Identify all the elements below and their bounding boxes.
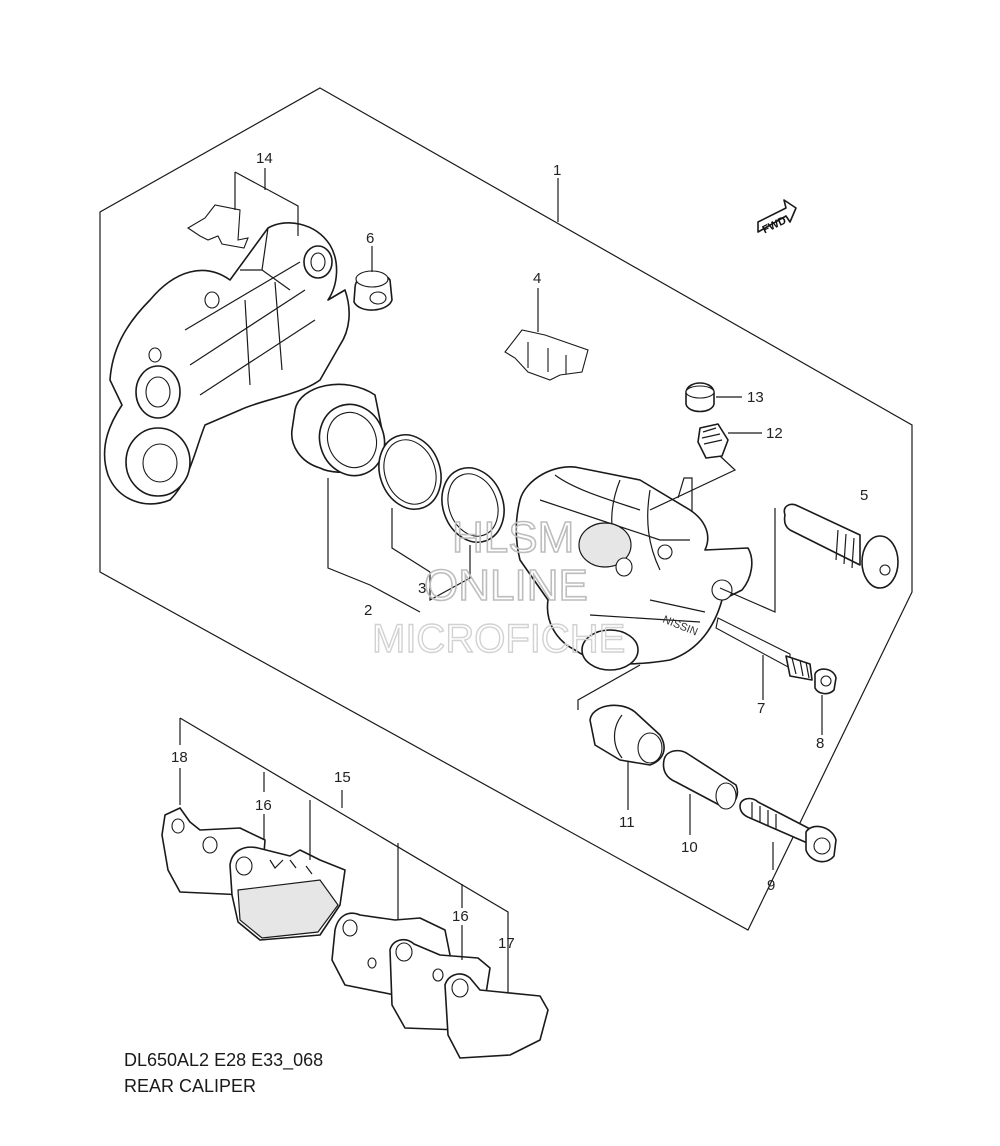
bleeder-cap-drawing bbox=[685, 382, 715, 413]
watermark: HLSM ONLINE MICROFICHE bbox=[371, 512, 626, 662]
callout-11: 11 bbox=[619, 814, 635, 831]
callout-16b: 16 bbox=[452, 908, 469, 925]
callout-labels: 1 2 3 4 5 6 7 8 9 10 11 12 13 14 15 16 1… bbox=[171, 150, 868, 952]
bolt-drawing bbox=[739, 797, 837, 863]
model-code: DL650AL2 E28 E33_068 bbox=[124, 1050, 324, 1070]
caliper-body-drawing: NISSIN bbox=[515, 466, 753, 671]
callout-2: 2 bbox=[364, 602, 372, 619]
watermark-line-1: HLSM bbox=[452, 513, 574, 562]
pad-spring-drawing bbox=[504, 329, 589, 381]
callout-8: 8 bbox=[816, 735, 824, 752]
callout-1: 1 bbox=[553, 162, 561, 179]
leader-lines bbox=[179, 168, 823, 992]
slide-pin-drawing bbox=[783, 503, 899, 589]
bracket-clip bbox=[186, 204, 249, 249]
callout-7: 7 bbox=[757, 700, 765, 717]
piston-seals-drawing bbox=[378, 434, 505, 543]
callout-18: 18 bbox=[171, 749, 188, 766]
callout-9: 9 bbox=[767, 877, 775, 894]
callout-5: 5 bbox=[860, 487, 868, 504]
boot-drawing bbox=[589, 704, 665, 766]
pin-boot-drawing bbox=[353, 270, 393, 311]
callout-17: 17 bbox=[498, 935, 515, 952]
callout-15: 15 bbox=[334, 769, 351, 786]
section-title: REAR CALIPER bbox=[124, 1076, 257, 1096]
bleeder-valve-drawing bbox=[649, 423, 737, 511]
piston-drawing bbox=[291, 383, 386, 477]
pad-pin-drawing bbox=[715, 617, 813, 681]
caliper-bracket-drawing bbox=[103, 222, 350, 505]
assembly-boundary bbox=[99, 87, 913, 931]
callout-10: 10 bbox=[681, 839, 698, 856]
callout-13: 13 bbox=[747, 389, 764, 406]
brake-pad-16-upper-drawing bbox=[229, 846, 346, 941]
callout-12: 12 bbox=[766, 425, 783, 442]
pin-plug-drawing bbox=[814, 668, 837, 695]
callout-4: 4 bbox=[533, 270, 541, 287]
fwd-arrow-icon: FWD bbox=[757, 199, 797, 236]
callout-6: 6 bbox=[366, 230, 374, 247]
watermark-line-2: ONLINE bbox=[424, 561, 588, 610]
callout-14: 14 bbox=[256, 150, 273, 167]
shim-17-drawing bbox=[444, 973, 549, 1059]
watermark-line-3: MICROFICHE bbox=[372, 617, 625, 661]
callout-16a: 16 bbox=[255, 797, 272, 814]
sleeve-drawing bbox=[662, 749, 739, 810]
callout-3: 3 bbox=[418, 580, 426, 597]
